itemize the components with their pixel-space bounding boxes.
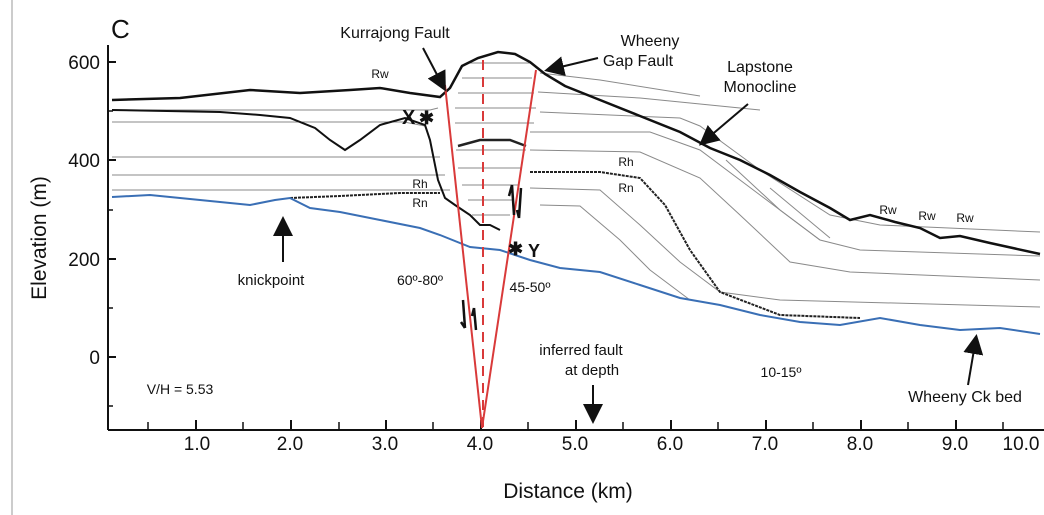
stratum-line [529, 187, 1041, 308]
creek-bed-line [111, 193, 1041, 335]
wheeny-bed-arrow [963, 334, 984, 386]
down-arrow-lower [459, 299, 467, 329]
star-marker: ✱ [419, 108, 434, 128]
stratum-line [769, 187, 831, 239]
x-tick-labels: 1.0 2.0 3.0 4.0 5.0 6.0 7.0 8.0 9.0 10.0 [184, 434, 1040, 455]
annotations: Kurrajong Fault Wheeny Gap Fault Lapston… [147, 25, 1022, 406]
x-tick-label: 9.0 [942, 434, 968, 455]
dip-far-label: 10-15º [761, 364, 802, 380]
x-tick-label: 4.0 [467, 434, 493, 455]
y-tick-label: 400 [68, 151, 100, 172]
wheeny-gap-arrow [544, 56, 599, 76]
y-tick-labels: 600 400 200 0 [68, 53, 100, 369]
rw-label: Rw [918, 209, 936, 223]
x-tick-label: 7.0 [752, 434, 778, 455]
stratum-line [529, 149, 1041, 281]
rw-label: Rw [879, 203, 897, 217]
x-tick-label: 8.0 [847, 434, 873, 455]
stratum-line [539, 204, 691, 301]
x-tick-label: 1.0 [184, 434, 210, 455]
up-arrow-lower [470, 307, 478, 331]
rn-label: Rn [412, 196, 427, 210]
marker-horizon-block [457, 138, 527, 148]
rh-horizon-right [530, 171, 861, 319]
lapstone-arrow [698, 103, 749, 146]
star-marker: ✱ [508, 239, 523, 259]
rh-horizon-left [289, 192, 440, 199]
annotation-arrows [273, 47, 984, 424]
kurrajong-fault-line [444, 84, 483, 429]
stratum-line [112, 121, 426, 127]
y-tick-label: 0 [89, 348, 100, 369]
lapstone-label-2: Monocline [724, 79, 797, 96]
x-tick-label: 5.0 [562, 434, 588, 455]
y-axis-title: Elevation (m) [28, 176, 51, 300]
vh-ratio-label: V/H = 5.53 [147, 381, 214, 397]
x-tick-label: 6.0 [657, 434, 683, 455]
rw-label: Rw [956, 211, 974, 225]
stratum-line [537, 91, 761, 111]
panel-letter: C [111, 14, 130, 44]
x-axis-title: Distance (km) [503, 480, 633, 503]
topographic-surface [111, 50, 1041, 256]
faults [444, 60, 537, 429]
wheeny-gap-fault-line [481, 69, 537, 429]
fault-motion-arrows [459, 184, 523, 331]
y-ticks [108, 61, 116, 407]
stratum-line [530, 131, 1041, 257]
inferred-fault-label-2: at depth [565, 362, 619, 379]
y-tick-label: 600 [68, 53, 100, 74]
x-marker: X [402, 107, 416, 129]
up-arrow [507, 184, 516, 216]
dip-right-label: 45-50º [510, 279, 551, 295]
y-marker: Y [528, 241, 540, 261]
x-tick-label: 3.0 [372, 434, 398, 455]
valley-wall-profile [111, 109, 501, 231]
x-ticks [147, 420, 1004, 430]
down-arrow [515, 187, 523, 219]
x-tick-label: 10.0 [1003, 434, 1040, 455]
marker-horizons [289, 138, 861, 319]
stratum-line [112, 107, 439, 111]
stratum-line [725, 159, 821, 241]
inferred-fault-label-1: inferred fault [539, 342, 623, 359]
rh-label: Rh [412, 177, 427, 191]
x-tick-label: 2.0 [277, 434, 303, 455]
kurrajong-arrow [422, 47, 446, 92]
wheeny-gap-fault-label-2: Gap Fault [603, 53, 674, 70]
wheeny-ck-bed-label: Wheeny Ck bed [908, 389, 1022, 406]
kurrajong-fault-label: Kurrajong Fault [340, 25, 450, 42]
lapstone-label-1: Lapstone [727, 59, 793, 76]
y-tick-label: 200 [68, 250, 100, 271]
dip-left-label: 60º-80º [397, 272, 443, 288]
rn-label: Rn [618, 181, 633, 195]
rh-label: Rh [618, 155, 633, 169]
knickpoint-label: knickpoint [238, 272, 306, 289]
wheeny-gap-fault-label-1: Wheeny [621, 33, 680, 50]
rw-label: Rw [371, 67, 389, 81]
